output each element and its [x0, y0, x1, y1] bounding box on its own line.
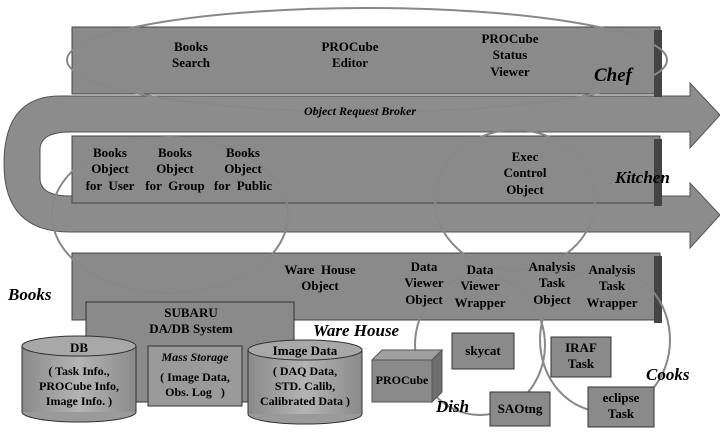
- books-object-user-label: Books Object for User: [85, 145, 135, 193]
- mass-storage-box: [147, 345, 243, 407]
- chef-loop-ellipse: [66, 7, 668, 113]
- warehouse-object-label: Ware House Object: [284, 262, 356, 294]
- books-object-public-label: Books Object for Public: [213, 145, 273, 193]
- db-contents: ( Task Info., PROCube Info, Image Info. …: [38, 364, 119, 408]
- data-viewer-object-label: Data Viewer Object: [404, 259, 444, 307]
- mass-storage-contents: ( Image Data, Obs. Log ): [160, 370, 230, 399]
- books-search-label: Books Search: [171, 39, 211, 71]
- middle-panel: [71, 135, 661, 204]
- procube-box-label: PROCube: [375, 373, 429, 387]
- db-cylinder: [21, 335, 137, 423]
- procube-status-viewer-label: PROCube Status Viewer: [481, 31, 539, 79]
- iraf-task-label: IRAF Task: [565, 340, 597, 372]
- skycat-box: [451, 332, 515, 370]
- image-data-title: Image Data: [272, 343, 338, 358]
- analysis-task-object-label: Analysis Task Object: [528, 259, 576, 307]
- saotng-label: SAOtng: [497, 401, 543, 416]
- subaru-system-label: SUBARU DA/DB System: [149, 305, 233, 337]
- books-label: Books: [8, 285, 52, 304]
- analysis-task-wrapper-label: Analysis Task Wrapper: [586, 262, 638, 310]
- ware-house-label: Ware House: [313, 321, 400, 340]
- kitchen-loop-ellipse: [434, 129, 596, 271]
- orb-arrow-band: [3, 81, 720, 250]
- kitchen-label: Kitchen: [615, 168, 670, 187]
- eclipse-task-label: eclipse Task: [602, 390, 640, 422]
- bottom-panel-shadow: [654, 256, 662, 323]
- db-title: DB: [69, 340, 89, 355]
- cooks-label: Cooks: [646, 365, 690, 384]
- data-viewer-wrapper-label: Data Viewer Wrapper: [454, 262, 506, 310]
- dish-loop-ellipse: [414, 274, 546, 416]
- object-request-broker-label: Object Request Broker: [304, 104, 416, 118]
- chef-label: Chef: [594, 65, 632, 86]
- image-data-cylinder: [247, 339, 363, 425]
- saotng-box: [489, 391, 551, 427]
- procube-3d-box: [370, 348, 444, 404]
- skycat-label: skycat: [465, 343, 501, 358]
- procube-editor-label: PROCube Editor: [321, 39, 379, 71]
- exec-control-object-label: Exec Control Object: [503, 149, 547, 197]
- image-data-contents: ( DAQ Data, STD. Calib, Calibrated Data …: [260, 364, 350, 408]
- dish-label: Dish: [436, 397, 470, 416]
- eclipse-box: [587, 386, 655, 428]
- top-panel-shadow: [654, 30, 662, 97]
- top-panel: [71, 26, 661, 95]
- iraf-box: [550, 336, 612, 378]
- books-loop-ellipse: [51, 136, 289, 294]
- middle-panel-shadow: [654, 139, 662, 206]
- mass-storage-title: Mass Storage: [161, 350, 229, 364]
- books-object-group-label: Books Object for Group: [145, 145, 205, 193]
